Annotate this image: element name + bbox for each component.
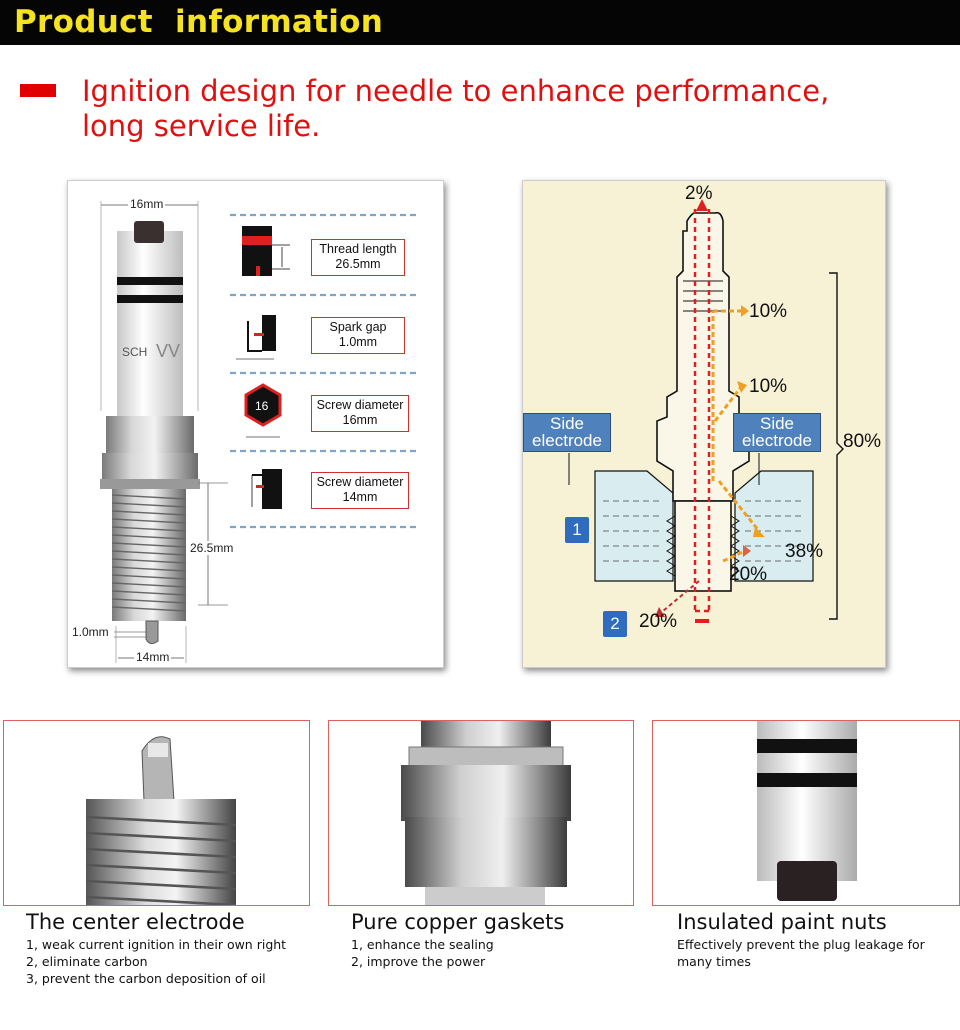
hex-size-label: 16: [255, 399, 269, 413]
spec-spark-gap-label: Spark gap: [329, 320, 387, 334]
plug-print-text: SCH: [122, 345, 148, 359]
feature-image-gasket: [328, 720, 634, 906]
feature-image-insulator: [652, 720, 960, 906]
spec-screw-16-label: Screw diameter: [316, 398, 404, 412]
pct-20-right: 20%: [729, 564, 768, 585]
spec-screw-14-value: 14mm: [342, 490, 378, 504]
headline: Ignition design for needle to enhance pe…: [82, 74, 882, 144]
feature-desc-electrode: 1, weak current ignition in their own ri…: [26, 936, 286, 987]
spec-screw-diameter-14: Screw diameter 14mm: [311, 472, 409, 509]
pct-38: 38%: [785, 541, 824, 562]
side-electrode-right: Side electrode: [733, 413, 821, 452]
feature-desc-line: 3, prevent the carbon deposition of oil: [26, 971, 266, 986]
badge-1: 1: [565, 517, 589, 543]
feature-desc-line: 2, eliminate carbon: [26, 954, 148, 969]
spec-screw-14-label: Screw diameter: [316, 475, 404, 489]
screw-diameter-icon: [251, 469, 282, 509]
heat-diagram-panel: 2% 10% 10% 80% 38% 20% 20% Side electrod…: [522, 180, 886, 668]
feature-desc-line: 1, weak current ignition in their own ri…: [26, 937, 287, 952]
pct-total: 80%: [843, 431, 882, 452]
page-title: Product information: [14, 4, 384, 40]
spec-screw-16-value: 16mm: [342, 413, 378, 427]
pct-20-bottom: 20%: [639, 611, 678, 632]
feature-desc-line: 2, improve the power: [351, 954, 486, 969]
spec-thread-length-label: Thread length: [319, 242, 397, 256]
side-left-line-1: Side: [549, 414, 585, 433]
feature-desc-line: Effectively prevent the plug leakage for: [677, 937, 925, 952]
side-right-line-2: electrode: [742, 431, 812, 450]
feature-desc-line: many times: [677, 954, 751, 969]
pct-top: 2%: [685, 183, 713, 204]
badge-2: 2: [603, 611, 627, 637]
feature-desc-gasket: 1, enhance the sealing 2, improve the po…: [351, 936, 494, 970]
dim-hex-width: 14mm: [134, 650, 172, 664]
spec-screw-diameter-16: Screw diameter 16mm: [311, 395, 409, 432]
spark-plug-dimension-illustration: [100, 201, 416, 663]
side-left-line-2: electrode: [532, 431, 602, 450]
dim-top-width: 16mm: [128, 197, 166, 211]
spec-spark-gap: Spark gap 1.0mm: [311, 317, 405, 354]
pct-upper-2: 10%: [749, 376, 788, 397]
side-right-line-1: Side: [759, 414, 795, 433]
dimension-panel: 16mm 26.5mm 1.0mm 14mm SCH VV 16 Thread …: [67, 180, 444, 668]
feature-title-electrode: The center electrode: [26, 910, 245, 934]
header-bar: Product information: [0, 0, 960, 45]
red-bullet-marker: [20, 84, 56, 97]
center-electrode-photo: [85, 736, 237, 905]
feature-desc-insulator: Effectively prevent the plug leakage for…: [677, 936, 925, 970]
feature-image-electrode: [3, 720, 310, 906]
dim-thread-length: 26.5mm: [190, 541, 234, 555]
copper-gasket-photo: [401, 721, 571, 905]
spark-gap-icon: [236, 315, 276, 360]
feature-title-gasket: Pure copper gaskets: [351, 910, 565, 934]
feature-desc-line: 1, enhance the sealing: [351, 937, 494, 952]
spec-spark-gap-value: 1.0mm: [338, 335, 378, 349]
headline-line-2: long service life.: [82, 109, 321, 143]
heat-flow-diagram: [568, 199, 844, 623]
insulator-photo: [757, 721, 857, 901]
hex-nut-icon: [244, 383, 282, 438]
thread-length-icon: [242, 226, 290, 276]
side-electrode-left: Side electrode: [523, 413, 611, 452]
pct-upper-1: 10%: [749, 301, 788, 322]
headline-line-1: Ignition design for needle to enhance pe…: [82, 74, 830, 108]
feature-title-insulator: Insulated paint nuts: [677, 910, 887, 934]
plug-print-text-2: VV: [156, 341, 181, 361]
dim-gap: 1.0mm: [72, 625, 109, 639]
spec-thread-length: Thread length 26.5mm: [311, 239, 405, 276]
spec-thread-length-value: 26.5mm: [335, 257, 381, 271]
